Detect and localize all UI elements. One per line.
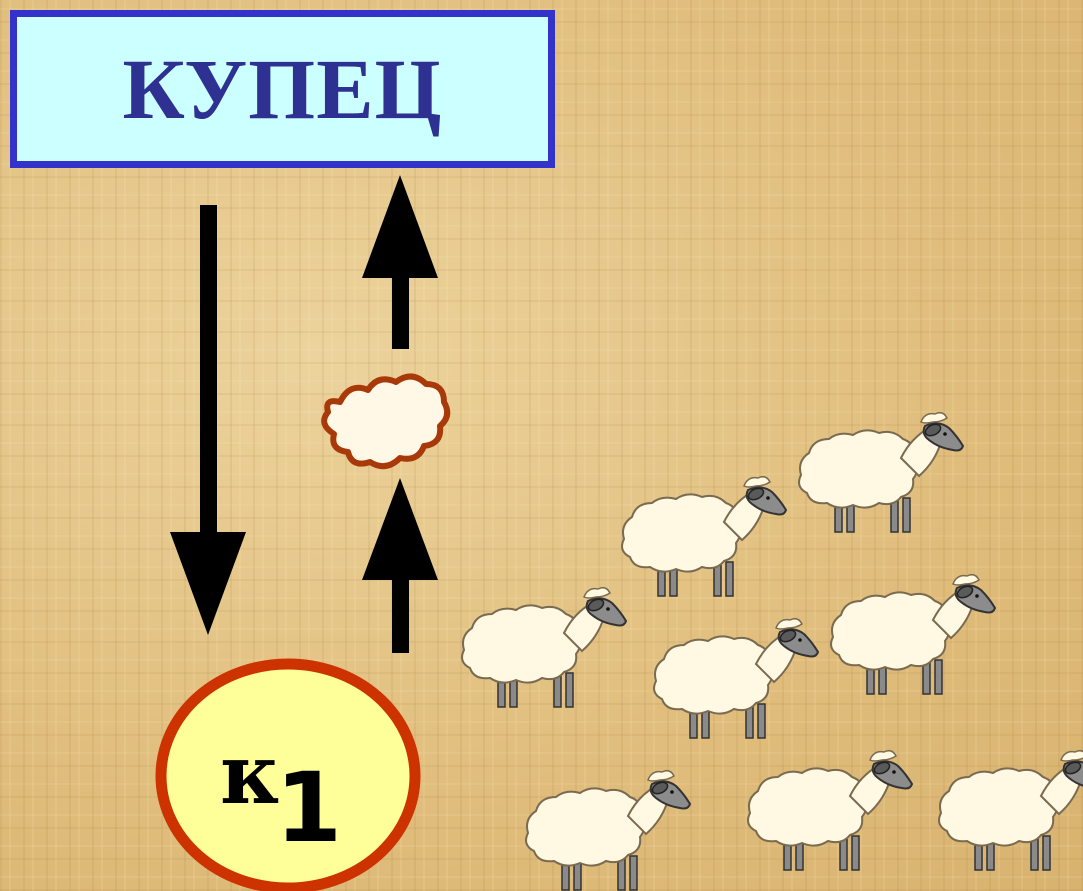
- arrow-up-to-merchant: [362, 175, 438, 349]
- sheep-icon: [525, 769, 691, 891]
- sheep-icon: [938, 749, 1083, 871]
- circle-label-main: к: [220, 727, 280, 823]
- fleece-cloud-icon: [321, 373, 451, 470]
- sheep-icon: [461, 586, 627, 708]
- merchant-title: КУПЕЦ: [122, 41, 443, 137]
- sheep-icon: [798, 411, 964, 533]
- circle-label-subscript: 1: [275, 752, 343, 864]
- sheep-icon: [621, 475, 787, 597]
- sheep-icon: [830, 573, 996, 695]
- sheep-icon: [747, 749, 913, 871]
- sheep-flock: [461, 411, 1083, 891]
- circle-label: к1: [220, 722, 346, 856]
- sheep-icon: [653, 617, 819, 739]
- circle-k1: [155, 658, 421, 891]
- arrow-up-from-circle: [362, 478, 438, 653]
- arrow-down-to-circle: [170, 205, 246, 635]
- merchant-box: КУПЕЦ: [10, 10, 555, 168]
